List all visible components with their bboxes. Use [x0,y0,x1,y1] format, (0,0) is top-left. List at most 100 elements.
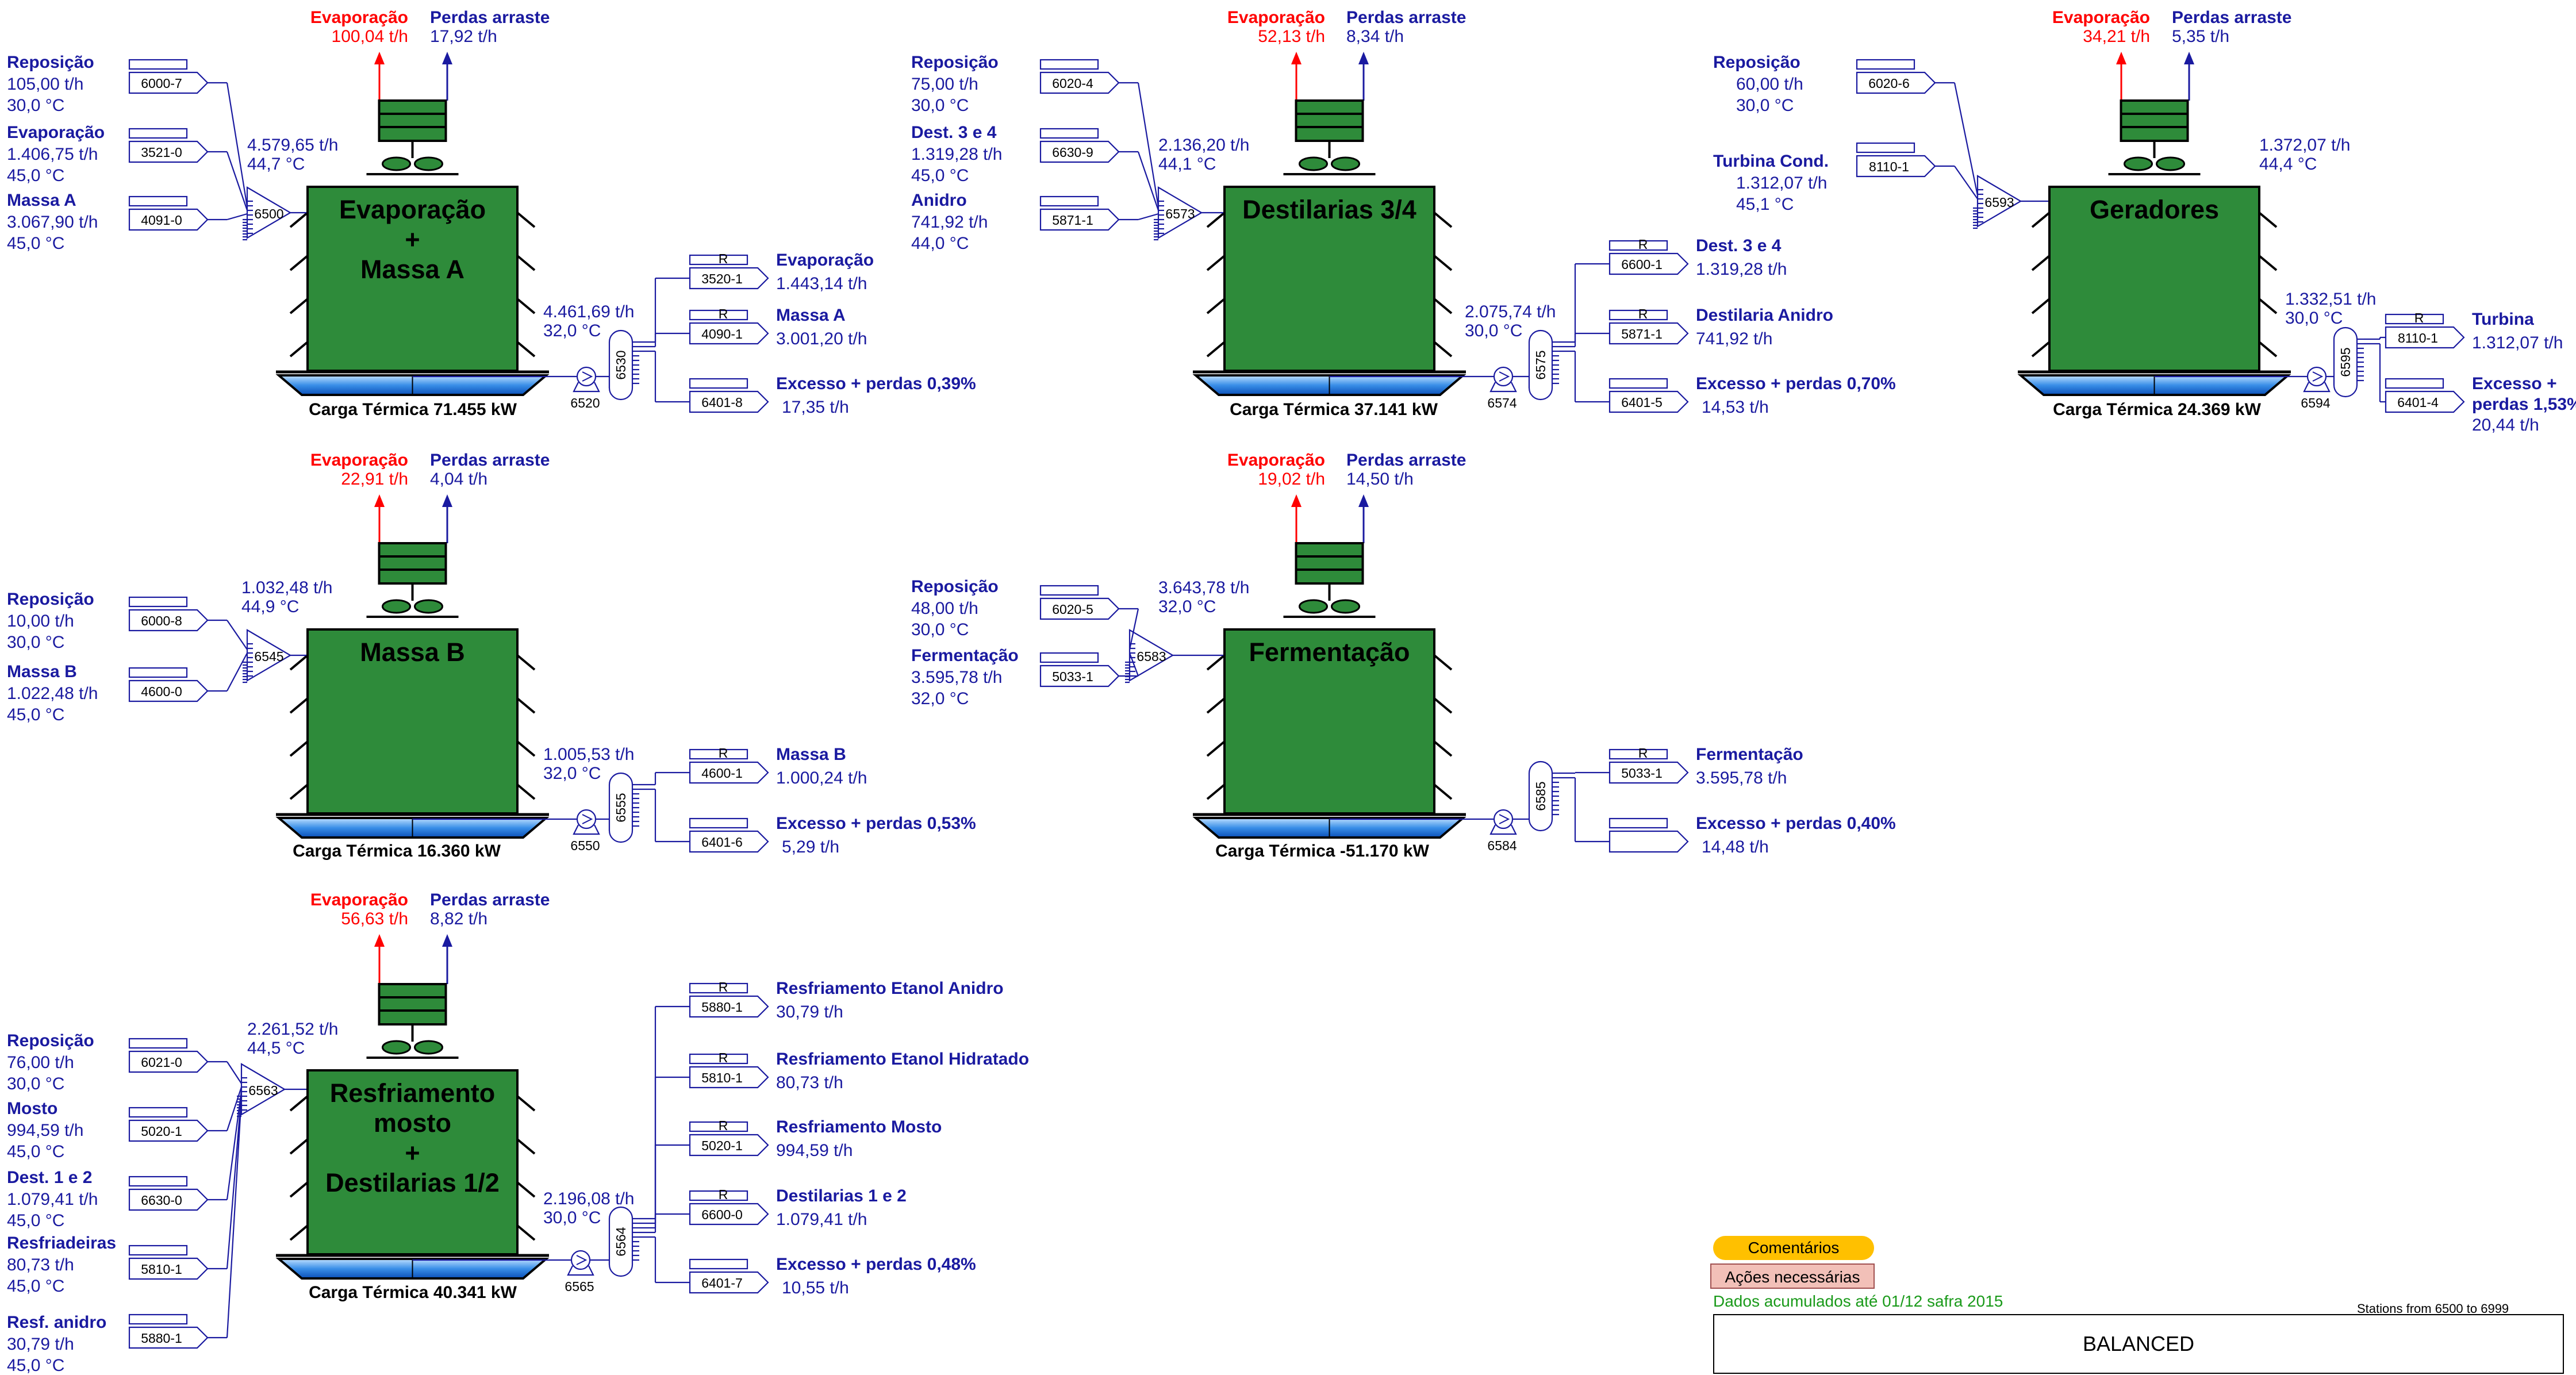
output-flow: 1.000,24 t/h [776,769,867,788]
louver-right [516,1095,536,1112]
louver-left [2031,298,2051,314]
stream-tag: 4600-0 [128,667,209,702]
tag-label: 6000-7 [141,76,182,91]
outlet-flow: 2.075,74 t/h [1465,302,1556,321]
input-flow: 60,00 t/h [1736,75,1803,94]
tag-body [1608,761,1689,784]
tag-header [1608,748,1668,760]
mixer-tag: 6500 [254,206,283,221]
output-label: Evaporação [776,251,874,270]
tag-label: 6000-8 [141,613,182,628]
comments-badge[interactable]: Comentários [1713,1236,1874,1260]
pump-tag: 6565 [565,1279,594,1294]
outlet-flow: 1.332,51 t/h [2285,290,2376,309]
tag-body [1608,252,1689,275]
fan-blade [1299,599,1328,614]
drift-arrow-head [442,494,452,507]
tag-label: 5020-1 [701,1138,743,1153]
input-flow: 741,92 t/h [911,213,988,232]
tag-label: 4600-0 [141,684,182,699]
tag-body [2385,326,2465,349]
tower-stack [1295,99,1364,142]
input-flow: 10,00 t/h [7,612,74,631]
actions-badge[interactable]: Ações necessárias [1710,1263,1875,1289]
tower-title: + [405,1138,420,1167]
louver-right [2258,298,2278,314]
input-temp: 30,0 °C [911,620,969,639]
splitter: 6564 [608,1206,639,1277]
tag-r-letter: R [719,980,728,994]
outlet-temp: 32,0 °C [543,764,601,783]
tag-label: 5880-1 [141,1331,182,1346]
mixer-triangle [240,1063,286,1116]
louver-right [516,1138,536,1155]
tag-body [128,1257,209,1280]
tower-title: Evaporação [339,195,486,224]
output-label: Destilaria Anidro [1696,306,1833,325]
tag-label: 5871-1 [1052,213,1093,228]
louver-left [1206,212,1226,228]
louver-left [289,1181,309,1198]
stream-tag: 3521-0 [128,128,209,163]
drift-arrow-head [1358,52,1369,64]
fan-blade [414,1040,443,1055]
thermal-load: Carga Térmica 24.369 kW [2053,400,2262,419]
output-label: Resfriamento Mosto [776,1117,942,1136]
tag-label: 5880-1 [701,1000,743,1015]
input-flow: 1.022,48 t/h [7,684,98,703]
louver-left [2031,212,2051,228]
tower-title: Destilarias 3/4 [1242,195,1416,224]
tag-body [1608,830,1689,853]
output-flow: 80,73 t/h [776,1073,843,1092]
splitter-tag: 6564 [613,1227,628,1256]
evaporation-label: Evaporação [2052,8,2150,27]
mixer-tag: 6545 [254,649,283,664]
connector-line [226,82,248,208]
input-temp: 44,0 °C [911,234,969,253]
outlet-flow: 1.005,53 t/h [543,745,634,764]
louver-left [289,697,309,714]
input-temp: 45,0 °C [7,1211,64,1230]
input-label: Turbina Cond. [1713,152,1829,171]
tag-label: 6401-5 [1621,395,1663,410]
louver-right [1433,697,1453,714]
output-flow: 14,48 t/h [1702,838,1769,857]
tag-body [689,1066,769,1089]
input-flow: 3.067,90 t/h [7,213,98,232]
tower-body: Geradores [2017,99,2291,396]
fan-blade [414,156,443,171]
tag-label: 6401-8 [701,395,743,410]
fan-blade [1331,599,1360,614]
stream-tag: 5033-1 [1039,652,1120,688]
mixer-triangle [246,186,292,239]
output-flow: 741,92 t/h [1696,329,1772,348]
louver-left [289,212,309,228]
output-label-2: perdas 1,53% [2472,395,2576,414]
tag-body [1039,140,1120,163]
tag-header [2385,313,2444,325]
tag-header [128,1313,188,1325]
tower-title: Geradores [2090,195,2219,224]
evaporation-value: 22,91 t/h [341,470,408,489]
connector-line [1137,82,1160,208]
tag-label: 6020-6 [1868,76,1910,91]
evaporation-arrow-head [374,934,385,947]
input-label: Fermentação [911,646,1019,665]
thermal-load: Carga Térmica 71.455 kW [309,400,517,419]
tower-title: Fermentação [1249,637,1410,667]
tag-label: 4091-0 [141,213,182,228]
tag-body [689,995,769,1018]
louver-right [516,1224,536,1241]
output-flow: 30,79 t/h [776,1003,843,1021]
stream-tag: 6630-9 [1039,128,1120,163]
tag-body [128,1050,209,1073]
output-flow: 994,59 t/h [776,1141,853,1160]
louver-left [2031,255,2051,271]
pump: 6584 [1487,809,1517,853]
mixer-tag: 6593 [1984,195,2014,210]
